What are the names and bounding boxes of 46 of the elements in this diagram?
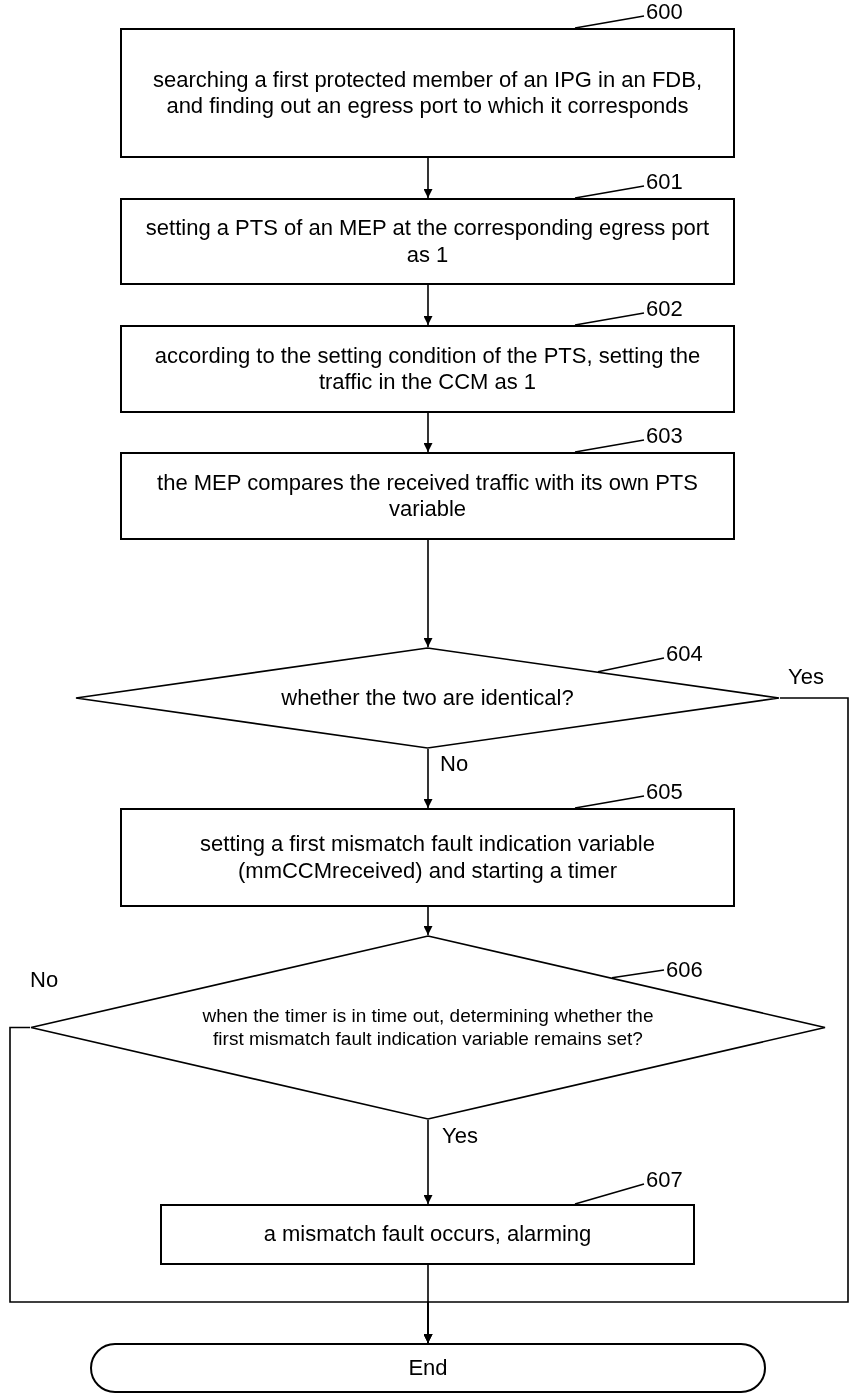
step-text: whether the two are identical? (280, 684, 575, 712)
process-box (120, 325, 735, 413)
edge-label: No (29, 968, 60, 992)
process-box (120, 28, 735, 158)
leader-line (574, 185, 645, 199)
process-box (120, 198, 735, 285)
leader-line (574, 795, 645, 809)
leader-line (574, 1183, 645, 1205)
step-text: the MEP compares the received traffic with its own PTS variable (156, 469, 699, 523)
reference-number: 601 (646, 170, 683, 194)
decision-diamond (75, 647, 780, 749)
edge-label: No (439, 752, 470, 776)
edge-label: Yes (441, 1124, 479, 1148)
arrow (423, 906, 433, 936)
arrow (423, 284, 433, 326)
leader-line (574, 15, 645, 29)
reference-number: 604 (666, 642, 703, 666)
arrow (9, 1026, 433, 1344)
step-text: searching a first protected member of an IPG in an FDB, and finding out an egress port to which it corresponds (152, 66, 703, 120)
reference-number: 605 (646, 780, 683, 804)
leader-line (597, 657, 665, 673)
decision-diamond (30, 935, 826, 1120)
step-text: when the timer is in time out, determining whether the first mismatch fault indication variable remains set? (201, 1004, 655, 1051)
step-text: setting a PTS of an MEP at the corresponding egress port as 1 (144, 215, 711, 268)
arrow (423, 1119, 433, 1205)
process-box (120, 808, 735, 907)
reference-number: 607 (646, 1168, 683, 1192)
arrow (423, 539, 433, 648)
reference-number: 603 (646, 424, 683, 448)
reference-number: 602 (646, 297, 683, 321)
leader-line (574, 439, 645, 453)
arrow (423, 157, 433, 199)
arrow (423, 412, 433, 453)
reference-number: 600 (646, 0, 683, 24)
terminal-box (90, 1343, 766, 1393)
step-text: setting a first mismatch fault indication variable (mmCCMreceived) and starting a timer (199, 831, 656, 884)
edge-label: Yes (787, 665, 825, 689)
step-text: a mismatch fault occurs, alarming (263, 1221, 592, 1248)
reference-number: 606 (666, 958, 703, 982)
step-text: End (408, 1354, 448, 1382)
process-box (120, 452, 735, 540)
leader-line (574, 312, 645, 326)
leader-line (611, 969, 665, 979)
step-text: according to the setting condition of the PTS, setting the traffic in the CCM as 1 (153, 342, 702, 396)
process-box (160, 1204, 695, 1265)
arrow (423, 748, 433, 809)
